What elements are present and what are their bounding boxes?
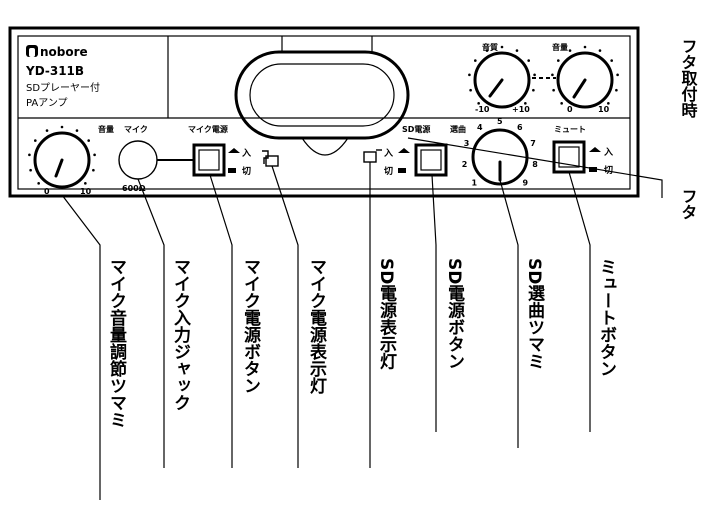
track-number-9: 9 — [522, 178, 528, 187]
scale-dot — [34, 139, 37, 142]
scale-dot — [583, 45, 587, 49]
mic-power-off: 切 — [242, 166, 251, 177]
scale-dot — [552, 88, 555, 92]
scale-dot — [557, 59, 560, 62]
mic-power-on: 入 — [241, 148, 251, 159]
scale-dot — [93, 153, 96, 157]
scale-dot — [532, 88, 535, 92]
mic-power-button[interactable]: マイク電源 入 切 — [188, 124, 251, 177]
mute-button[interactable]: ミュート 入 切 — [552, 125, 613, 176]
mic-volume-min: 0 — [44, 187, 50, 196]
track-number-1: 1 — [472, 178, 478, 187]
scale-dot — [560, 102, 563, 105]
subtitle-sd-player: SDプレーヤー付 — [26, 81, 100, 94]
mic-input-jack[interactable]: マイク 600Ω — [118, 124, 158, 193]
model-number: YD-311B — [25, 64, 84, 78]
track-number-5: 5 — [497, 117, 503, 126]
mic-power-indicator — [262, 150, 279, 167]
callout-mute-button: ミュートボタン — [596, 258, 617, 377]
scale-dot — [474, 59, 477, 62]
mic-jack-impedance: 600Ω — [122, 184, 146, 193]
track-select-label: 選曲 — [450, 124, 466, 134]
lid-leader-line — [407, 137, 663, 198]
callout-mic-input-jack: マイク入力ジャック — [170, 258, 191, 411]
mic-volume-label: 音量 — [98, 124, 114, 134]
callout-mic-power-button: マイク電源ボタン — [240, 258, 261, 394]
mic-jack-label: マイク — [124, 124, 148, 134]
scale-dot — [615, 88, 618, 92]
scale-dot — [610, 59, 613, 62]
scale-dot — [75, 129, 79, 132]
track-number-3: 3 — [464, 139, 470, 148]
track-number-scale: 12 34 5 67 89 — [462, 117, 539, 187]
scale-dot — [598, 49, 602, 52]
scale-dot — [527, 59, 530, 62]
scale-dot — [607, 102, 610, 105]
sd-power-label: SD電源 — [402, 124, 430, 134]
top-knob-scale-dots — [28, 45, 619, 185]
mute-on: 入 — [603, 147, 613, 158]
track-number-6: 6 — [517, 123, 523, 132]
scale-dot — [37, 182, 40, 185]
callout-labels: マイク音量調節ツマミ マイク入力ジャック マイク電源ボタン マイク電源表示灯 S… — [106, 258, 617, 428]
top-knob-treble[interactable]: 音質 -10 +10 — [473, 42, 531, 114]
callout-sd-track-select-knob: SD選曲ツマミ — [524, 258, 545, 369]
brand-name: nobore — [40, 45, 88, 59]
master-volume-min: 0 — [567, 105, 573, 114]
lid-label: フタ — [679, 188, 698, 220]
scale-dot — [28, 153, 31, 157]
callout-sd-power-button: SD電源ボタン — [444, 258, 465, 369]
top-knob-volume[interactable]: 音量 0 10 — [552, 42, 614, 114]
scale-dot — [500, 45, 504, 49]
scale-dot — [468, 73, 471, 77]
panel-inner-outline — [17, 35, 631, 190]
scale-dot — [87, 139, 90, 142]
callout-leaders — [61, 162, 591, 500]
scale-dot — [92, 168, 95, 172]
scale-dot — [469, 88, 472, 92]
brand-logo: nobore — [26, 45, 88, 59]
sd-power-button[interactable]: SD電源 入 切 — [383, 124, 448, 177]
lid-mount-label: フタ取付時 — [679, 38, 698, 119]
scale-dot — [477, 102, 480, 105]
callout-mic-power-indicator: マイク電源表示灯 — [306, 258, 327, 395]
sd-power-indicator — [363, 149, 382, 163]
scale-dot — [616, 73, 619, 77]
mic-volume-max: 10 — [80, 187, 92, 196]
scale-dot — [524, 102, 527, 105]
mic-power-label: マイク電源 — [188, 124, 228, 134]
mute-label: ミュート — [554, 125, 586, 134]
sd-power-off: 切 — [384, 166, 393, 177]
callout-mic-volume-knob: マイク音量調節ツマミ — [106, 258, 128, 428]
master-volume-max: 10 — [598, 105, 610, 114]
scale-dot — [568, 49, 572, 52]
lid-handle — [234, 36, 410, 156]
treble-label: 音質 — [482, 42, 498, 52]
scale-dot — [485, 49, 489, 52]
sd-track-select-knob[interactable]: 選曲 12 34 5 67 89 — [450, 117, 538, 187]
master-volume-label: 音量 — [552, 42, 568, 52]
chassis-outline — [8, 26, 640, 198]
track-number-4: 4 — [477, 123, 483, 132]
treble-min: -10 — [475, 105, 490, 114]
scale-dot — [29, 168, 32, 172]
scale-dot — [84, 182, 87, 185]
treble-max: +10 — [512, 105, 530, 114]
scale-dot — [45, 129, 49, 132]
callout-sd-power-indicator: SD電源表示灯 — [376, 258, 397, 370]
scale-dot — [533, 73, 536, 77]
subtitle-pa-amp: PAアンプ — [26, 97, 68, 109]
track-number-2: 2 — [462, 160, 468, 169]
track-number-7: 7 — [530, 139, 536, 148]
scale-dot — [60, 125, 64, 129]
scale-dot — [551, 73, 554, 77]
mute-off: 切 — [604, 165, 613, 176]
mic-volume-knob[interactable]: 音量 0 10 — [33, 124, 114, 196]
sd-power-on: 入 — [383, 148, 393, 159]
track-number-8: 8 — [532, 160, 538, 169]
scale-dot — [515, 49, 519, 52]
